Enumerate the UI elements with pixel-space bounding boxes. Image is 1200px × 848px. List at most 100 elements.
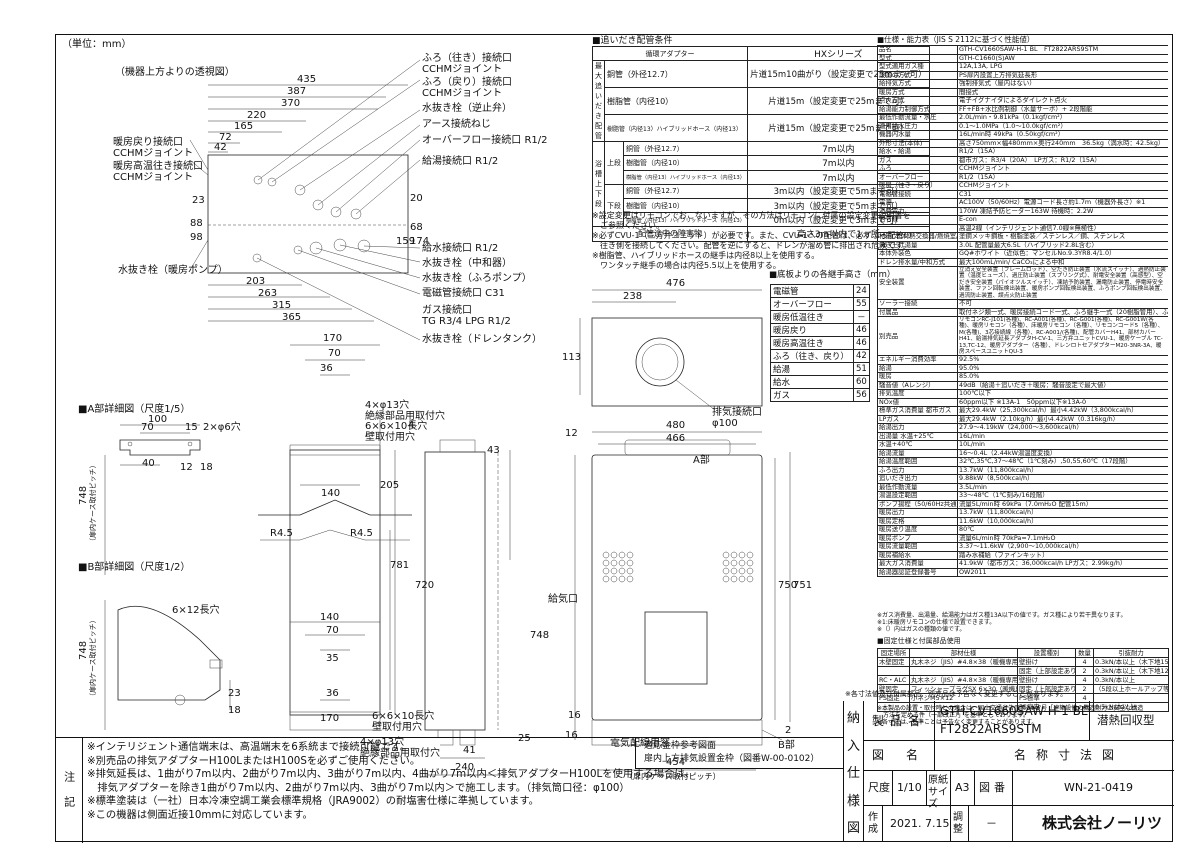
right-dim-751: 751 <box>793 580 813 591</box>
front-dim-70: 70 <box>328 348 341 359</box>
right-dim-466: 466 <box>666 433 686 444</box>
front-dim-170: 170 <box>323 333 343 344</box>
right-dim-238: 238 <box>623 291 643 302</box>
product-line1: GTH-CV1660SAW-H-1 BL <box>940 704 1088 718</box>
top-right-view-drawing <box>579 289 763 411</box>
right-dim-113: 113 <box>562 352 582 363</box>
dim-370: 370 <box>281 98 301 109</box>
table-row: 付属品取付ネジ類一式、暖房接続コード一式、ふろ継手一式（20樹脂管用）、ふろ循環… <box>877 307 1168 318</box>
table-row: 暖房（往き・戻り）CCHMジョイント <box>877 181 1168 191</box>
reference-box: 適応金枠参考図面 扉内上方排気設置金枠（図番W-00-0102） <box>635 738 843 769</box>
dim-72: 72 <box>219 132 232 143</box>
dim-42: 42 <box>214 142 227 153</box>
dim-203: 203 <box>246 276 266 287</box>
callout-hot-water: 給湯接続口 R1/2 <box>422 156 499 167</box>
front-dim-25: 25 <box>518 733 531 744</box>
table-row: ポンプ揚程（50/60Hz共通）流量5L/min時 69kPa（7.0mH₂O … <box>877 499 1168 510</box>
detail-a-dim-40: 40 <box>142 458 155 469</box>
right-dim-748: 748 <box>530 630 550 641</box>
drawing-label: 図名 <box>872 748 941 762</box>
front-dim-70b: 70 <box>326 625 339 636</box>
callout-drain-heatpump: 水抜き栓（暖房ポンプ） <box>118 265 228 276</box>
date-value: 2021. 7.15 <box>890 817 950 830</box>
detail-a-title: ■A部詳細図（尺度1/5） <box>78 404 191 415</box>
table-row: 固定（上部設定あり）20.3kN/本以上（木下地12mm） <box>877 666 1169 676</box>
dim-v159: 159 <box>396 236 416 247</box>
table-row: 暖房補給水踏み水補給（ファインキット） <box>877 550 1168 561</box>
right-label-b: B部 <box>778 740 795 751</box>
height-table-title: ■底板よりの各継手高さ（mm） <box>769 270 896 280</box>
front-view-drawing <box>258 344 412 731</box>
dim-365: 365 <box>282 312 302 323</box>
table-row: 暖房低温往き－ <box>770 310 871 324</box>
front-dim-720: 720 <box>415 580 435 591</box>
table-row: 騒音値（Aレンジ）49dB（給湯＋追いだき＋暖房：騒音設定で最大値） <box>877 380 1168 391</box>
notes-label-cell: 注記 <box>55 738 83 843</box>
front-dim-41: 41 <box>463 745 476 756</box>
right-label-wiring: 電気配線用窓 <box>610 738 670 749</box>
dim-v20: 20 <box>410 193 423 204</box>
date-row: 作成 2021. 7.15 調整 － 株式会社ノーリツ <box>864 806 1174 842</box>
dim-v23: 23 <box>192 195 205 206</box>
drawing-name: 名称寸法図 <box>1014 748 1125 762</box>
pipe-notes: ※設定変更はリモコンでおこないますが、その方法はリモコンに付属の設定変更説明書を… <box>592 211 912 270</box>
product-label: 製品名 <box>872 714 927 728</box>
table-row: 安全装置立消え安全装置（フレームロッド）、空だき防止装置（水流スイッチ）、過熱防… <box>877 265 1168 301</box>
front-dim-4: 4 <box>408 420 415 431</box>
right-dim-750: 750 <box>778 580 798 591</box>
pipe-header-left: 循環アダプター <box>591 45 749 62</box>
table-row: 給排気方式強制排気式（屋内はない） <box>877 79 1168 89</box>
dim-435: 435 <box>297 74 317 85</box>
dim-165: 165 <box>234 121 254 132</box>
table-row: ドレン排水量/中和方式最大100mL/min/ CaCO₃による中和 <box>877 257 1168 267</box>
callout-earth: アース接続ねじ <box>422 119 491 130</box>
pipe-table-title: ■追いだき配管条件 <box>592 36 673 46</box>
right-dim-480: 480 <box>666 420 686 431</box>
paper-value: A3 <box>955 781 970 794</box>
product-row: 製品名 GTH-CV1660SAW-H-1 BL FT2822ARS9STM 潜… <box>864 701 1174 741</box>
fix-notes-last: ※各寸法値及び付属部品、別売品は予告なく変更することがあります。 <box>845 690 1068 698</box>
front-dim-140: 140 <box>321 488 341 499</box>
detail-a-dim-100: 100 <box>148 414 168 425</box>
dim-v88: 88 <box>190 218 203 229</box>
front-dim-43: 43 <box>487 445 500 456</box>
callout-drain-bathpump: 水抜き栓（ふろポンプ） <box>422 273 532 284</box>
top-view-drawing <box>189 59 421 341</box>
unit-label: （単位：mm） <box>62 39 132 50</box>
right-pitch-note: （扉内ケース取付ピッチ） <box>625 772 721 781</box>
detail-b-drawing <box>104 600 231 730</box>
table-row: ふろ（往き、戻り）42 <box>770 349 871 363</box>
company-name: 株式会社ノーリツ <box>1042 814 1163 832</box>
dim-220: 220 <box>247 110 267 121</box>
dim-v98: 98 <box>190 232 203 243</box>
table-row: 高温2線（インテリジェント通信7.0線※無極性） <box>877 223 1168 233</box>
front-dim-240: 240 <box>455 762 475 773</box>
